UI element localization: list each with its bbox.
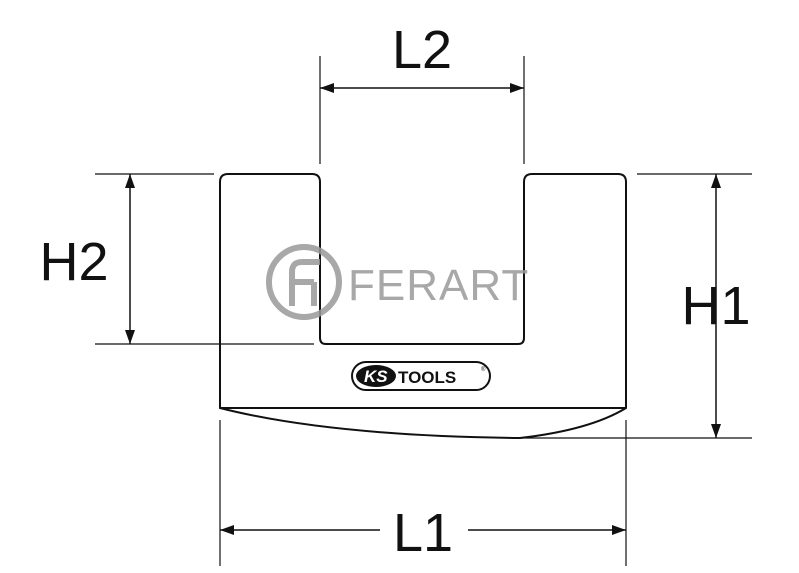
ferart-logo-icon	[266, 244, 342, 320]
ferart-logo-f-mark	[289, 259, 320, 306]
ferart-brand-text: FERART	[348, 261, 529, 310]
dimension-h1: H1	[514, 173, 752, 439]
ferart-watermark: FERART	[266, 244, 529, 320]
dimension-label-h1: H1	[681, 276, 750, 336]
dimension-h2: H2	[39, 173, 314, 345]
dimension-label-h2: H2	[39, 232, 108, 292]
ks-tools-logo-ks-text: KS	[364, 367, 388, 386]
dimension-l1: L1	[219, 420, 627, 566]
dimension-l2: L2	[319, 20, 525, 164]
ks-tools-logo-tools-text: TOOLS	[398, 368, 456, 387]
ks-tools-logo: KS TOOLS ®	[351, 361, 491, 391]
part-outline	[219, 173, 627, 440]
ks-tools-logo-registered-mark: ®	[481, 366, 486, 373]
ks-tools-logo-badge	[356, 365, 396, 387]
dimension-label-l2: L2	[392, 20, 452, 80]
dimension-label-l1: L1	[393, 503, 453, 563]
